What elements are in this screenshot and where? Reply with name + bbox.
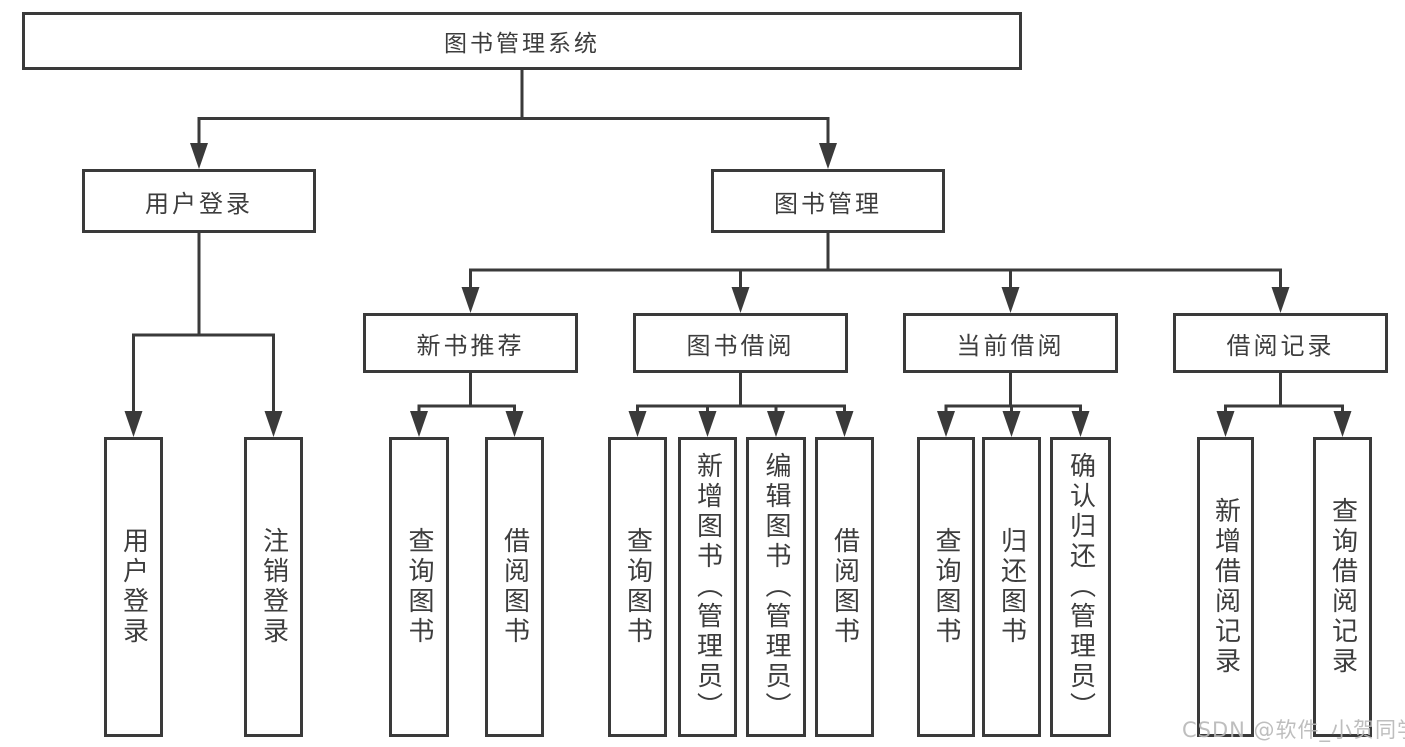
edge-userlogin-stems <box>132 335 275 413</box>
arrow-leaf-login <box>124 411 143 437</box>
arrow-book-mgmt <box>819 143 837 169</box>
node-label: 归还图书 <box>996 527 1027 647</box>
arrow-book-borrow <box>731 287 750 313</box>
node-book-management: 图书管理 <box>711 169 945 233</box>
node-leaf-query-book-3: 查询图书 <box>917 437 975 737</box>
arrow-borrow-record <box>1271 287 1290 313</box>
arrow-leaf-logout <box>264 411 283 437</box>
node-label: 注销登录 <box>258 527 289 647</box>
node-label: 用户登录 <box>118 527 149 647</box>
node-new-book-recommend: 新书推荐 <box>363 313 578 373</box>
arrow-leaf-confirm <box>1071 411 1090 437</box>
edge-level3-stems <box>469 270 1282 289</box>
node-label: 编辑图书（管理员） <box>761 452 791 722</box>
node-label: 借阅图书 <box>829 527 860 647</box>
node-leaf-add-book: 新增图书（管理员） <box>678 437 737 737</box>
node-label: 图书管理 <box>774 189 882 218</box>
node-leaf-logout: 注销登录 <box>244 437 303 737</box>
node-leaf-query-borrow-record: 查询借阅记录 <box>1313 437 1372 737</box>
node-label: 查询图书 <box>404 527 434 647</box>
node-label: 新书推荐 <box>416 331 525 360</box>
arrowheads <box>124 143 1352 437</box>
node-leaf-borrow-book-1: 借阅图书 <box>485 437 544 737</box>
edge-level2-stems <box>197 118 830 146</box>
node-label: 新增图书（管理员） <box>692 452 723 722</box>
arrow-leaf-return <box>1002 411 1021 437</box>
arrow-leaf-query3 <box>937 411 955 437</box>
node-user-login: 用户登录 <box>82 169 316 233</box>
arrow-leaf-edit-book <box>767 411 785 437</box>
arrow-current-borrow <box>1001 287 1020 313</box>
node-leaf-edit-book: 编辑图书（管理员） <box>746 437 806 737</box>
arrow-leaf-add-record <box>1216 411 1235 437</box>
arrow-leaf-query1 <box>410 411 428 437</box>
node-label: 借阅记录 <box>1226 331 1335 360</box>
node-library-management-system: 图书管理系统 <box>22 12 1022 70</box>
node-label: 确认归还（管理员） <box>1065 452 1096 722</box>
arrow-leaf-borrow2 <box>835 411 854 437</box>
node-book-borrow: 图书借阅 <box>633 313 848 373</box>
node-label: 图书借阅 <box>686 331 795 360</box>
arrow-leaf-borrow1 <box>505 411 524 437</box>
node-label: 新增借阅记录 <box>1210 497 1241 677</box>
node-current-borrow: 当前借阅 <box>903 313 1118 373</box>
arrow-leaf-query2 <box>628 411 647 437</box>
arrow-new-book-rec <box>461 287 480 313</box>
node-label: 图书管理系统 <box>444 31 600 57</box>
node-leaf-user-login: 用户登录 <box>104 437 163 737</box>
csdn-watermark: CSDN @软件_小贺同学 <box>1182 718 1405 742</box>
node-label: 用户登录 <box>145 189 253 218</box>
node-leaf-query-book-2: 查询图书 <box>608 437 667 737</box>
node-leaf-query-book-1: 查询图书 <box>389 437 449 737</box>
node-leaf-confirm-return: 确认归还（管理员） <box>1050 437 1111 737</box>
arrow-user-login <box>190 143 208 169</box>
node-label: 查询借阅记录 <box>1327 497 1358 677</box>
node-label: 借阅图书 <box>499 527 530 647</box>
node-borrow-record: 借阅记录 <box>1173 313 1388 373</box>
node-leaf-return-book: 归还图书 <box>982 437 1041 737</box>
edge-bookborrow-stems <box>636 406 846 413</box>
node-leaf-add-borrow-record: 新增借阅记录 <box>1197 437 1254 737</box>
node-label: 查询图书 <box>622 527 653 647</box>
arrow-leaf-query-record <box>1333 411 1352 437</box>
arrow-leaf-add-book <box>698 411 717 437</box>
node-label: 查询图书 <box>931 527 961 647</box>
node-label: 当前借阅 <box>956 331 1065 360</box>
node-leaf-borrow-book-2: 借阅图书 <box>815 437 874 737</box>
